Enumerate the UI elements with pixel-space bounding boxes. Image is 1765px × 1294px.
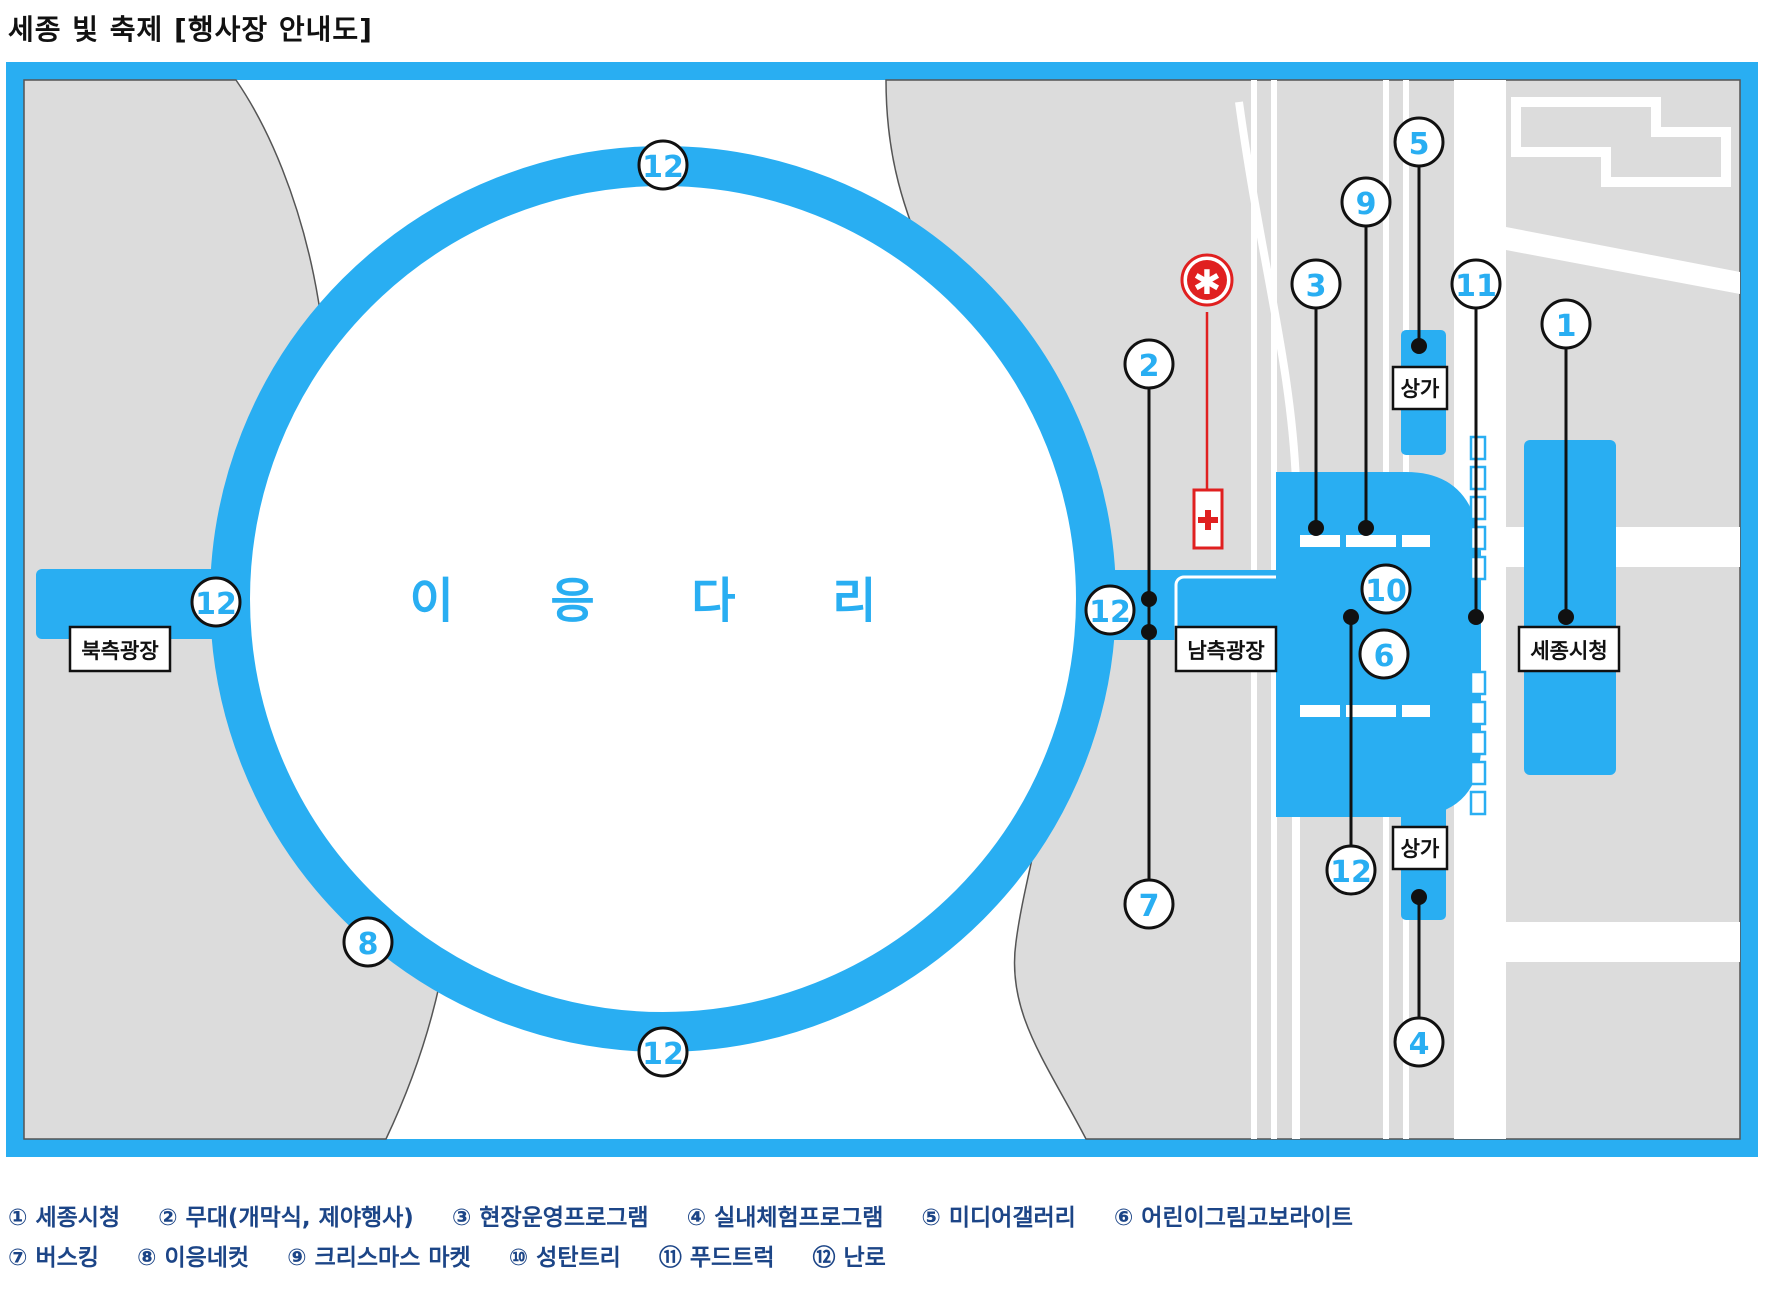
marker-12-bottom[interactable]: 12 xyxy=(637,1026,689,1078)
page-title: 세종 빛 축제 [행사장 안내도] xyxy=(8,13,373,46)
shops-upper-label: 상가 xyxy=(1401,377,1440,401)
marker-12-top[interactable]: 12 xyxy=(637,139,689,191)
svg-text:✱: ✱ xyxy=(1193,263,1222,303)
leader-lines xyxy=(1147,157,1568,1042)
asterisk-icon: ✱ xyxy=(1180,253,1234,307)
svg-text:12: 12 xyxy=(642,150,684,185)
marker-12-left[interactable]: 12 xyxy=(190,576,242,628)
legend-item: ⑦ 버스킹 xyxy=(8,1245,99,1271)
marker-11[interactable]: 11 xyxy=(1450,258,1502,310)
bridge-name-label: 이 응 다 리 xyxy=(410,573,917,629)
marker-9[interactable]: 9 xyxy=(1340,176,1392,228)
svg-text:9: 9 xyxy=(1356,187,1377,222)
svg-text:6: 6 xyxy=(1374,639,1395,674)
food-truck-stalls xyxy=(1469,435,1487,816)
legend-item: ② 무대(개막식, 제야행사) xyxy=(158,1205,414,1231)
leader-dots xyxy=(1141,338,1574,905)
legend-item: ⑧ 이응네컷 xyxy=(136,1245,250,1271)
marker-2[interactable]: 2 xyxy=(1123,338,1175,390)
south-plaza-label: 남측광장 xyxy=(1187,639,1264,663)
festival-map: ✱ 이 응 다 리 북측광장 남측광장 세종시청 상가 상가 12 12 12 xyxy=(6,62,1758,1157)
legend-item: ③ 현장운영프로그램 xyxy=(451,1205,649,1231)
svg-text:11: 11 xyxy=(1455,269,1497,304)
marker-1[interactable]: 1 xyxy=(1540,298,1592,350)
bridge-interior xyxy=(230,166,1096,1032)
marker-7[interactable]: 7 xyxy=(1123,878,1175,930)
legend-item: ④ 실내체험프로그램 xyxy=(686,1205,884,1231)
svg-text:5: 5 xyxy=(1409,127,1430,162)
marker-4[interactable]: 4 xyxy=(1393,1016,1445,1068)
marker-10[interactable]: 10 xyxy=(1360,563,1412,615)
marker-8[interactable]: 8 xyxy=(342,916,394,968)
city-hall-block xyxy=(1524,440,1616,775)
legend-item: ① 세종시청 xyxy=(8,1205,121,1231)
shops-lower-label: 상가 xyxy=(1401,837,1440,861)
svg-text:3: 3 xyxy=(1306,269,1327,304)
marker-12-right[interactable]: 12 xyxy=(1084,584,1136,636)
legend-item: ⑪ 푸드트럭 xyxy=(658,1245,775,1271)
city-hall-label: 세종시청 xyxy=(1530,639,1607,663)
north-plaza-label: 북측광장 xyxy=(81,639,158,663)
legend-row-2: ⑦ 버스킹 ⑧ 이응네컷 ⑨ 크리스마스 마켓 ⑩ 성탄트리 ⑪ 푸드트럭 ⑫ 난로 xyxy=(8,1238,924,1272)
marker-5[interactable]: 5 xyxy=(1393,116,1445,168)
marker-3[interactable]: 3 xyxy=(1290,258,1342,310)
svg-text:8: 8 xyxy=(358,927,379,962)
svg-text:7: 7 xyxy=(1139,889,1160,924)
svg-text:12: 12 xyxy=(1330,855,1372,890)
svg-text:12: 12 xyxy=(195,587,237,622)
building-outline xyxy=(1511,97,1731,187)
legend-item: ⑨ 크리스마스 마켓 xyxy=(287,1245,471,1271)
legend-row-1: ① 세종시청 ② 무대(개막식, 제야행사) ③ 현장운영프로그램 ④ 실내체험프로그… xyxy=(8,1198,1391,1232)
svg-text:2: 2 xyxy=(1139,349,1160,384)
legend-item: ⑥ 어린이그림고보라이트 xyxy=(1113,1205,1353,1231)
legend-item: ⑩ 성탄트리 xyxy=(508,1245,621,1271)
svg-text:4: 4 xyxy=(1409,1027,1430,1062)
marker-12-lower[interactable]: 12 xyxy=(1325,844,1377,896)
side-road xyxy=(1506,227,1740,294)
legend-item: ⑫ 난로 xyxy=(812,1245,886,1271)
svg-text:12: 12 xyxy=(642,1037,684,1072)
svg-text:10: 10 xyxy=(1365,574,1407,609)
svg-text:1: 1 xyxy=(1556,309,1577,344)
svg-text:12: 12 xyxy=(1089,595,1131,630)
marker-6[interactable]: 6 xyxy=(1358,628,1410,680)
legend-item: ⑤ 미디어갤러리 xyxy=(921,1205,1076,1231)
red-cross-icon xyxy=(1192,488,1224,550)
north-plaza-area xyxy=(36,569,241,639)
